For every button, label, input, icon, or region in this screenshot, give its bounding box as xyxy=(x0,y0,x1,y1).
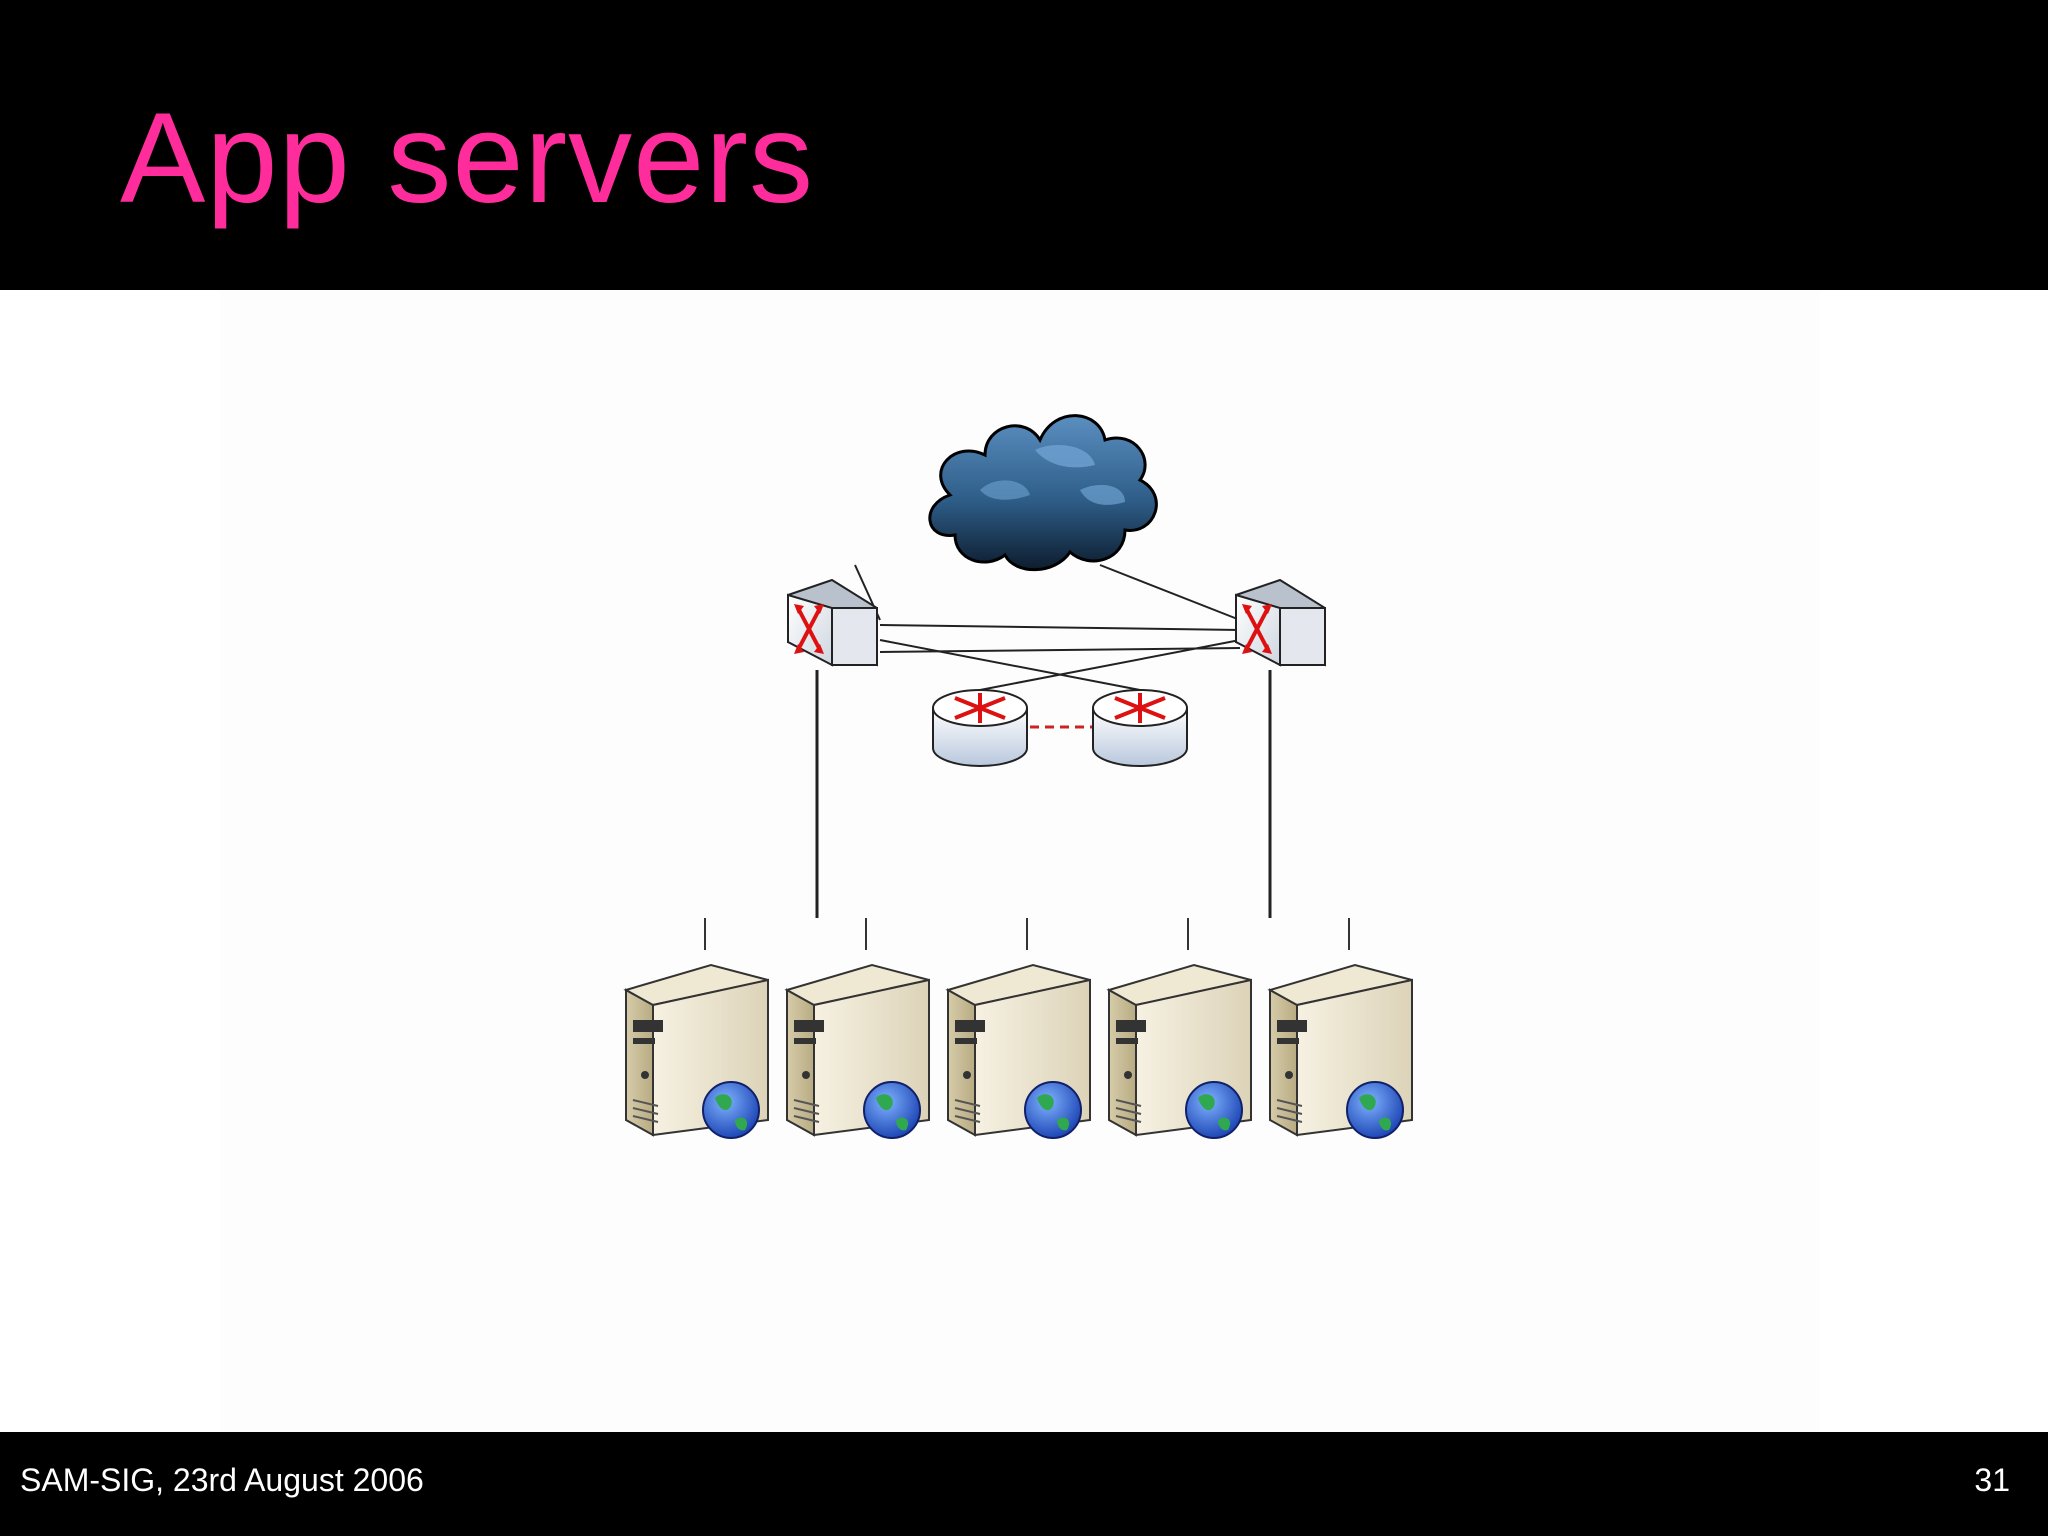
link-cloud-switch-right xyxy=(1099,564,1241,621)
slide-footer: SAM-SIG, 23rd August 2006 31 xyxy=(0,1432,2048,1536)
slide-content xyxy=(0,290,2048,1432)
web-server-5-icon xyxy=(1267,963,1413,1139)
diagram-panel xyxy=(220,290,1820,1432)
footer-text: SAM-SIG, 23rd August 2006 xyxy=(20,1462,424,1498)
server-uplinks xyxy=(704,918,1350,950)
switch-left-icon xyxy=(787,578,878,667)
web-server-1-icon xyxy=(623,963,769,1139)
web-server-3-icon xyxy=(945,963,1091,1139)
network-links xyxy=(815,564,1272,918)
network-diagram xyxy=(623,414,1413,1139)
router-left-icon xyxy=(932,689,1028,767)
internet-cloud-icon xyxy=(928,414,1158,572)
slide-header: App servers xyxy=(0,0,2048,290)
router-right-icon xyxy=(1092,689,1188,767)
slide-title: App servers xyxy=(120,87,814,230)
page-number: 31 xyxy=(1974,1462,2010,1498)
link-switch-left-router-right xyxy=(879,639,1141,691)
link-switch-right-switch-left-low xyxy=(879,647,1241,653)
web-server-4-icon xyxy=(1106,963,1252,1139)
switch-right-icon xyxy=(1235,578,1326,667)
web-server-2-icon xyxy=(784,963,930,1139)
link-switch-left-switch-right xyxy=(879,624,1241,631)
